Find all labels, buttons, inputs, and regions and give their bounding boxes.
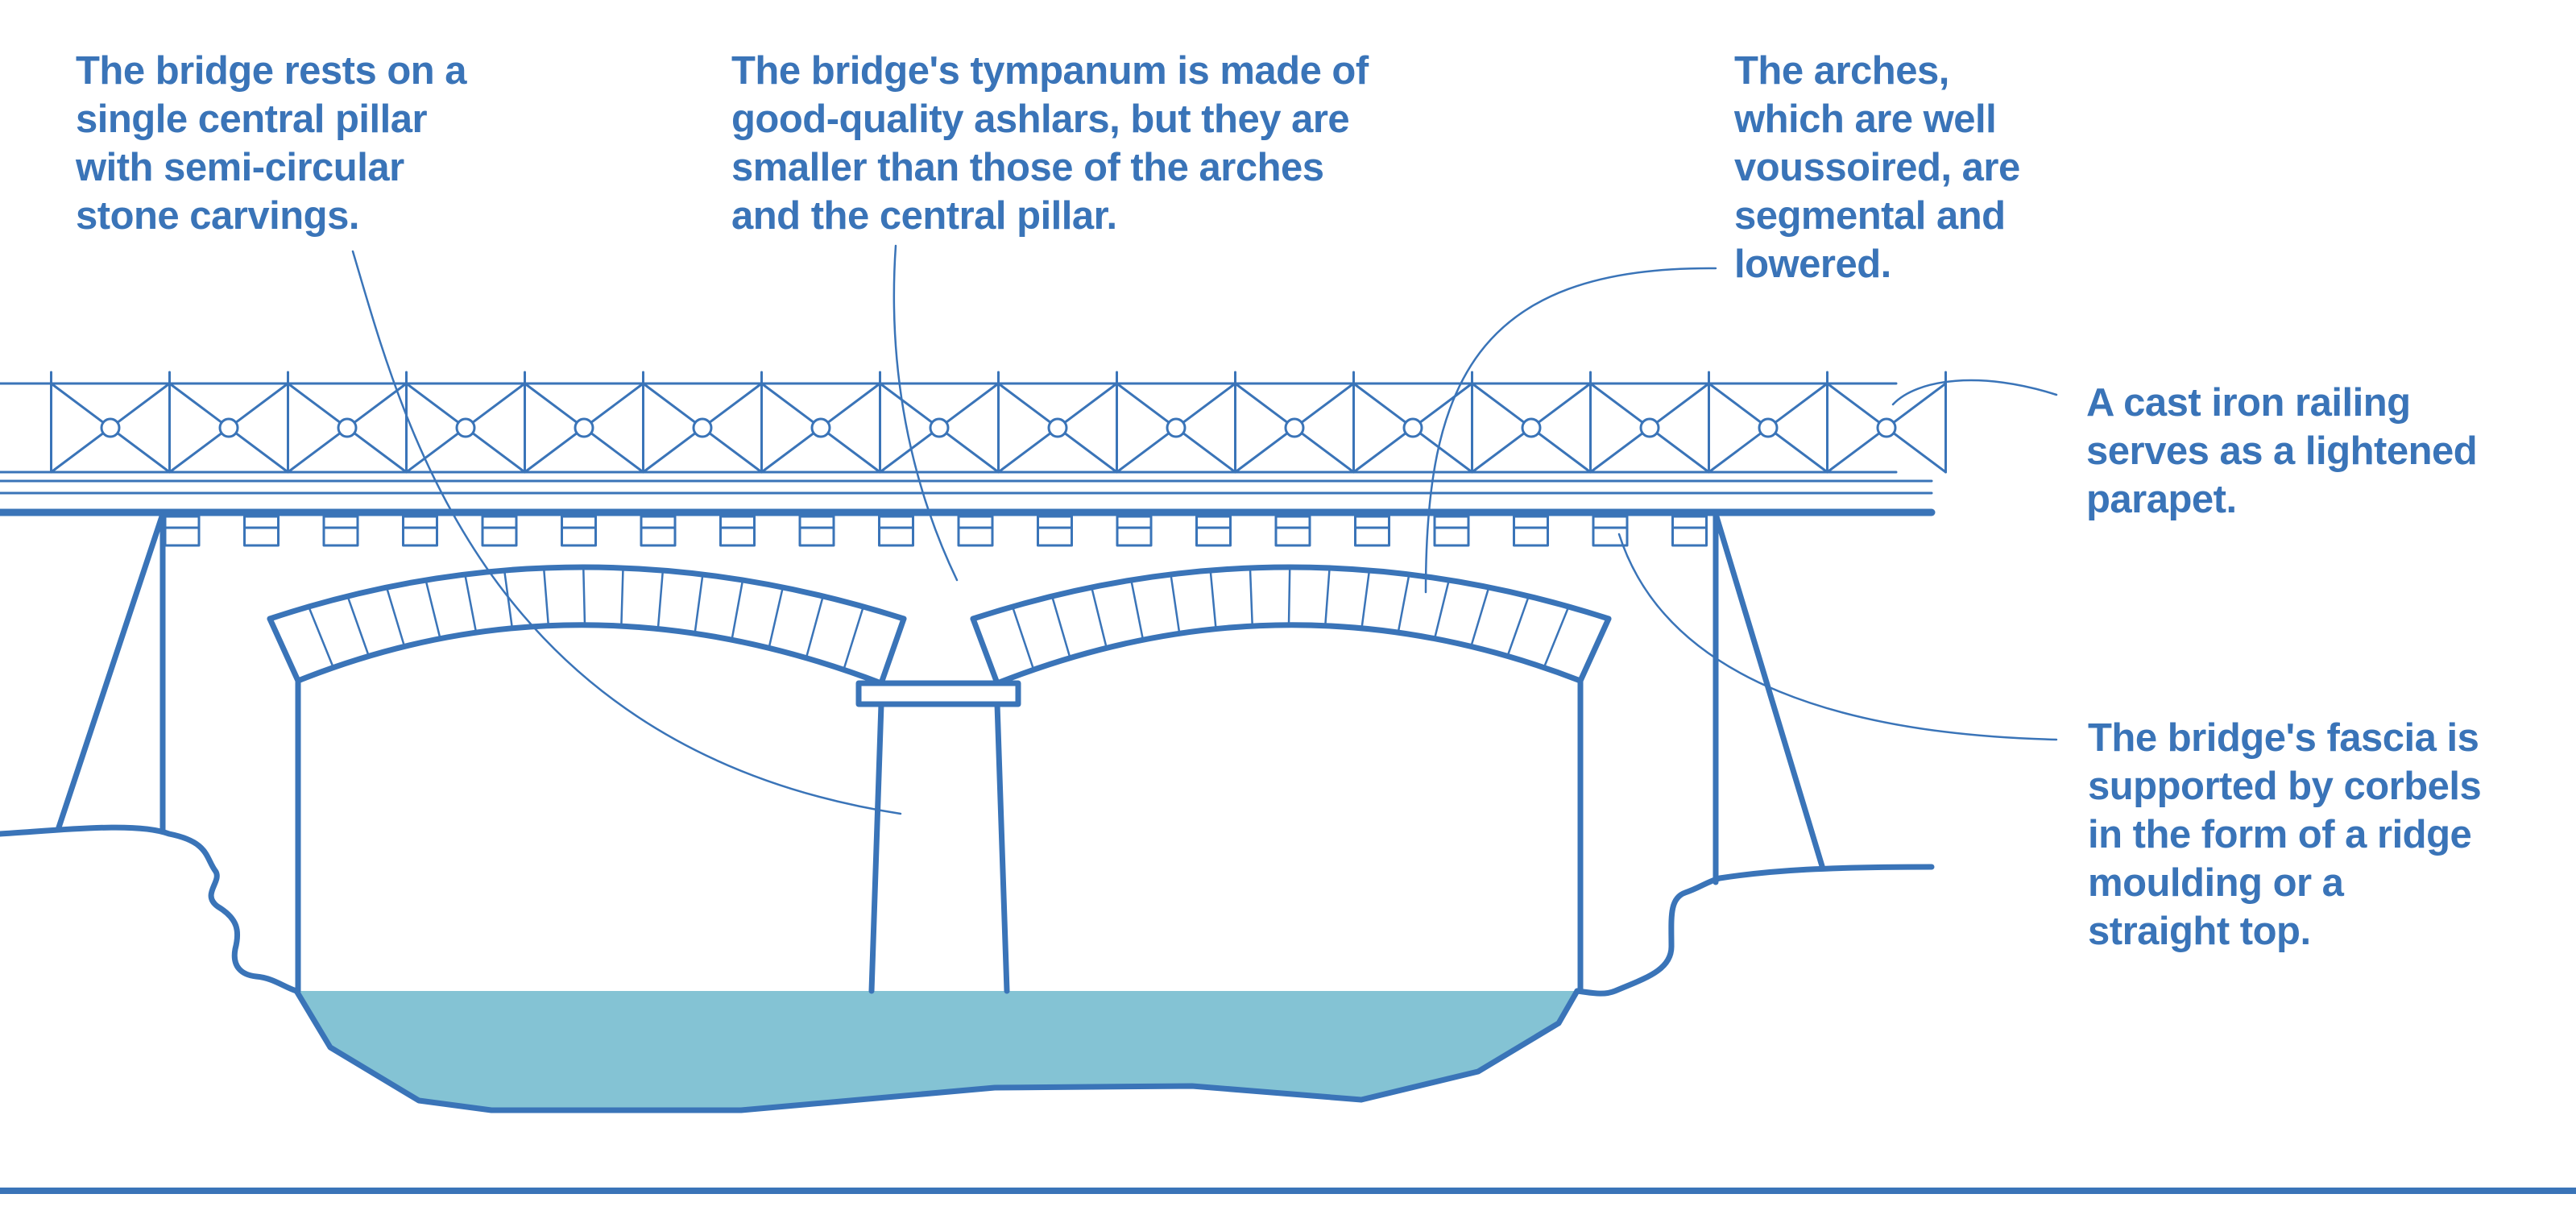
corbel	[322, 515, 359, 547]
left-abutment-slope	[55, 511, 166, 833]
railing-rosette	[1521, 417, 1542, 438]
corbel	[1274, 515, 1311, 547]
left-arch-inner	[295, 622, 884, 686]
voussoir-joint	[1011, 605, 1035, 671]
corbel	[1433, 515, 1470, 547]
voussoir-joint	[1050, 595, 1071, 659]
leader-line-tympanum	[892, 244, 959, 582]
corbels	[164, 515, 1708, 547]
river-water	[296, 991, 1577, 1110]
corbel	[1671, 515, 1708, 547]
railing-rosette	[1284, 417, 1305, 438]
corbel	[243, 515, 280, 547]
voussoir-joint	[805, 595, 825, 659]
voussoir-joint	[1433, 578, 1451, 640]
corbel	[1592, 515, 1629, 547]
annotation-fascia: The bridge's fascia is supported by corb…	[2088, 716, 2482, 953]
corbel	[798, 515, 835, 547]
railing-rosette	[1047, 417, 1068, 438]
leader-line-pillar	[351, 250, 902, 815]
railing-rosette	[574, 417, 594, 438]
voussoir-joint	[1170, 573, 1181, 635]
voussoir-joint	[425, 578, 441, 640]
corbel	[1513, 515, 1549, 547]
central-pillar-left-edge	[868, 701, 884, 994]
annotation-arches: The arches, which are well voussoired, a…	[1734, 49, 2020, 286]
right-arch-inner	[994, 622, 1584, 686]
voussoir-joint	[582, 566, 586, 626]
voussoir-joint	[542, 566, 550, 627]
voussoir-joint	[620, 566, 624, 628]
railing-rosette	[692, 417, 713, 438]
voussoir-joint	[1130, 578, 1145, 641]
left-riverbank	[0, 824, 300, 994]
corbel	[561, 515, 597, 547]
voussoir-joint	[307, 605, 335, 669]
railing-rosette	[1166, 417, 1187, 438]
railing-posts	[50, 371, 1947, 474]
railing-rosette	[1402, 417, 1423, 438]
railing-rosette	[337, 417, 358, 438]
voussoir-joint	[503, 569, 514, 630]
corbel	[719, 515, 756, 547]
left-arch-springer-left	[267, 616, 301, 684]
corbel	[481, 515, 518, 547]
corbel	[1354, 515, 1390, 547]
left-arch-voussoirs	[307, 566, 865, 671]
voussoir-joint	[1543, 605, 1570, 669]
railing-rosette	[1758, 417, 1779, 438]
left-arch-outer	[267, 564, 907, 622]
voussoir-joint	[1470, 586, 1490, 648]
annotation-railing: A cast iron railing serves as a lightene…	[2086, 381, 2478, 521]
central-pillar-right-edge	[994, 701, 1010, 994]
voussoir-joint	[843, 605, 865, 671]
left-arch-springer-right	[878, 616, 907, 686]
annotation-tympanum: The bridge's tympanum is made of good-qu…	[731, 49, 1369, 238]
voussoir-joint	[1209, 569, 1217, 630]
right-arch-voussoirs	[1011, 566, 1570, 671]
voussoir-joint	[1324, 566, 1331, 627]
corbel	[402, 515, 438, 547]
corbel	[640, 515, 677, 547]
voussoir-joint	[1249, 566, 1253, 628]
corbel	[878, 515, 914, 547]
railing-rosette	[100, 417, 121, 438]
voussoir-joint	[385, 586, 406, 648]
voussoir-joint	[464, 573, 478, 634]
corbel	[1116, 515, 1153, 547]
voussoir-joint	[694, 573, 704, 635]
right-arch-springer-left	[970, 616, 1000, 686]
railing-rosette	[810, 417, 831, 438]
corbel	[164, 515, 201, 547]
right-arch-outer	[970, 564, 1612, 622]
voussoir-joint	[1090, 586, 1108, 649]
riverbed-outline	[293, 988, 1580, 1113]
voussoir-joint	[656, 569, 665, 630]
right-abutment-slope	[1713, 511, 1825, 869]
right-arch-springer-right	[1577, 616, 1612, 684]
leader-line-arches	[1424, 267, 1717, 594]
railing-rosette	[929, 417, 950, 438]
voussoir-joint	[731, 578, 744, 641]
voussoir-joint	[1360, 569, 1371, 630]
central-pillar-cap	[855, 680, 1021, 707]
railing-rosette	[1876, 417, 1897, 438]
railing-rosette	[455, 417, 476, 438]
annotation-pillar: The bridge rests on a single central pil…	[76, 49, 467, 238]
corbel	[1037, 515, 1073, 547]
leader-line-railing	[1891, 379, 2058, 406]
leader-line-fascia	[1617, 533, 2058, 741]
voussoir-joint	[768, 586, 785, 649]
voussoir-joint	[1397, 573, 1410, 634]
footer-rule	[0, 1188, 2576, 1194]
corbel	[1195, 515, 1232, 547]
railing-rosette	[1639, 417, 1660, 438]
right-riverbank	[1574, 864, 1935, 997]
corbel	[957, 515, 994, 547]
voussoir-joint	[1506, 595, 1530, 657]
voussoir-joint	[346, 595, 371, 657]
railing-rosette	[218, 417, 239, 438]
voussoir-joint	[1287, 566, 1291, 626]
